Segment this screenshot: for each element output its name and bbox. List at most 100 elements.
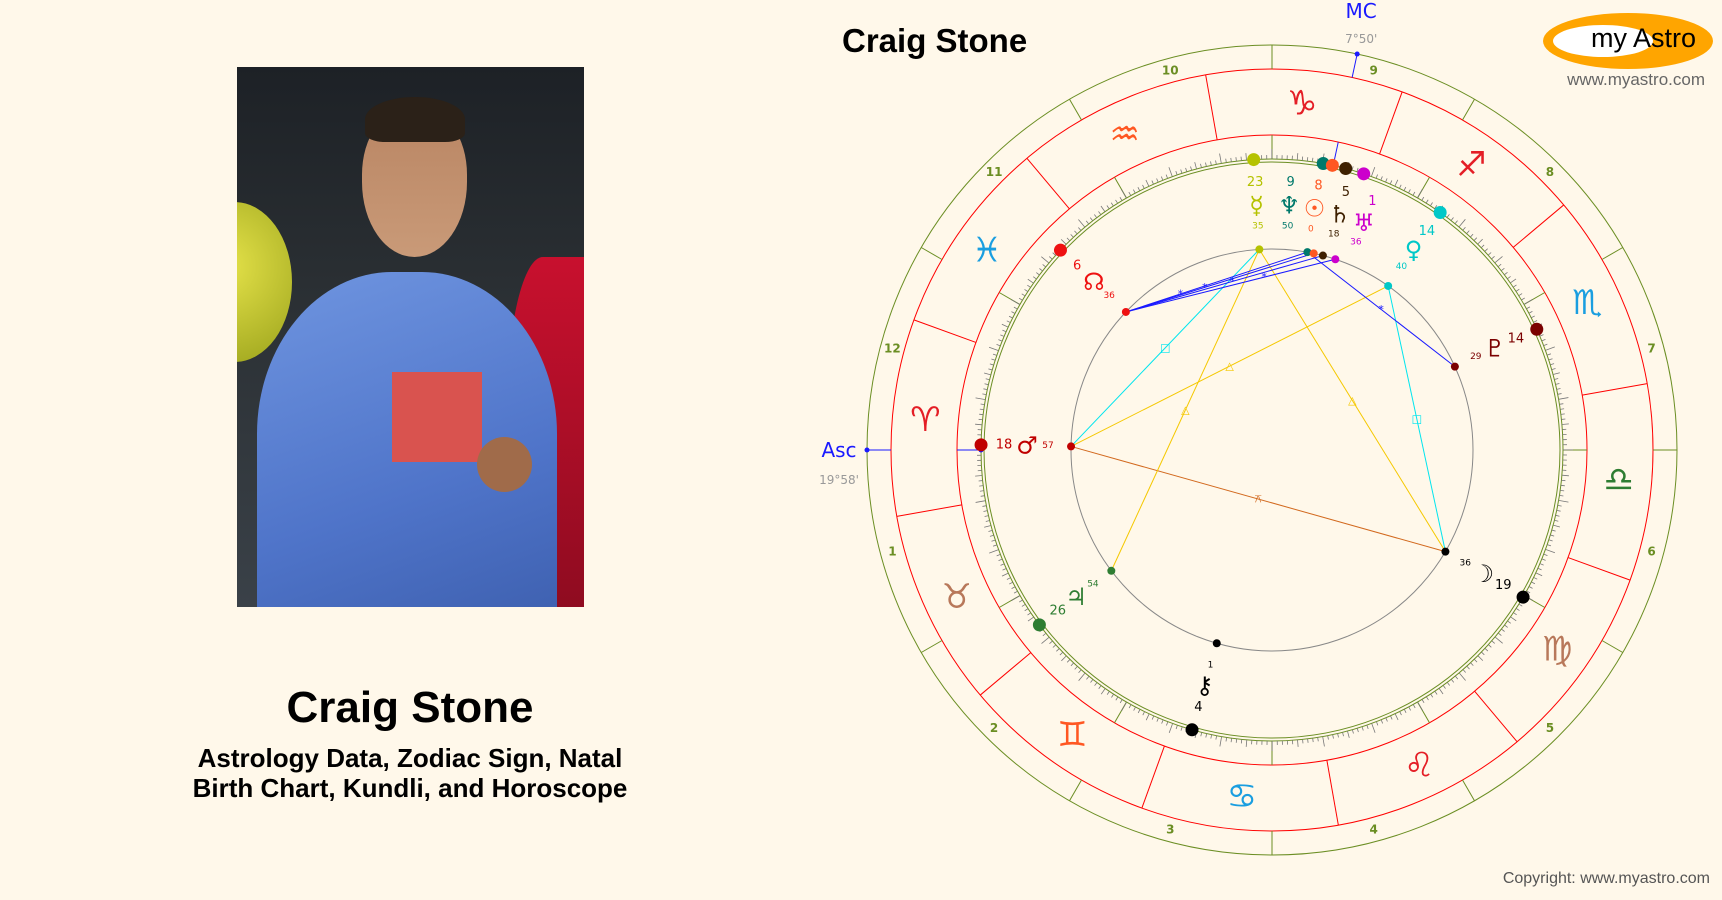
libra-sign-glyph: ♎︎	[1603, 460, 1633, 500]
degree-tick	[1376, 721, 1379, 726]
asc-label: Asc	[821, 438, 856, 462]
degree-tick	[1518, 603, 1523, 607]
degree-tick	[1545, 549, 1556, 554]
aries-sign-glyph: ♈︎	[910, 400, 940, 440]
sun-glyph: ☉︎	[1304, 195, 1326, 223]
degree-tick	[1060, 239, 1067, 245]
degree-tick	[1515, 288, 1520, 292]
degree-tick	[1210, 161, 1212, 166]
degree-tick	[1098, 685, 1102, 689]
degree-tick	[1380, 176, 1383, 181]
moon-degree: 19	[1495, 578, 1512, 593]
degree-tick	[1470, 662, 1474, 666]
north-node-minutes: 36	[1103, 291, 1115, 301]
degree-tick	[985, 520, 990, 522]
pisces-sign-glyph: ♓︎	[972, 231, 1002, 271]
degree-tick	[1085, 220, 1090, 225]
venus-degree: 14	[1419, 224, 1436, 239]
chiron-minutes: 1	[1208, 660, 1214, 670]
degree-tick	[1556, 509, 1561, 512]
degree-tick	[1180, 169, 1183, 174]
venus-ring-marker	[1433, 206, 1447, 220]
degree-tick	[1111, 693, 1114, 698]
degree-tick	[1078, 672, 1086, 681]
sign-boundary	[1582, 383, 1648, 396]
degree-tick	[1531, 581, 1536, 585]
degree-tick	[1385, 178, 1388, 183]
mercury-aspect-point	[1255, 245, 1264, 254]
degree-tick	[1399, 184, 1402, 189]
degree-tick	[1512, 284, 1517, 288]
degree-tick	[1210, 734, 1213, 739]
degree-tick	[1119, 197, 1123, 201]
aspect-square-venus-moon	[1387, 285, 1446, 552]
chiron-glyph: ⚷︎	[1196, 672, 1214, 700]
degree-tick	[1425, 199, 1429, 204]
degree-tick	[1066, 659, 1071, 663]
pluto-ring-marker	[1530, 322, 1544, 336]
sign-boundary	[1474, 690, 1518, 743]
degree-tick	[996, 554, 1001, 557]
degree-tick	[1042, 632, 1047, 637]
sun-degree: 8	[1314, 179, 1322, 194]
aspect-symbol-quincunx: ⚻	[1255, 493, 1262, 506]
degree-tick	[1547, 544, 1552, 547]
chart-title: Craig Stone	[842, 22, 1028, 59]
degree-tick	[1156, 717, 1159, 722]
degree-tick	[1100, 688, 1106, 695]
chiron-aspect-point	[1212, 639, 1221, 648]
degree-tick	[1106, 691, 1110, 695]
degree-tick	[1539, 563, 1544, 566]
aspect-symbol-sextile: *	[1261, 271, 1267, 284]
degree-tick	[1554, 519, 1559, 522]
sagittarius-sign-glyph: ♐︎	[1456, 145, 1486, 185]
degree-tick	[1399, 711, 1402, 716]
degree-tick	[1403, 709, 1407, 713]
degree-tick	[1337, 733, 1339, 738]
copyright-text: Copyright: www.myastro.com	[1502, 870, 1710, 887]
degree-tick	[1225, 737, 1228, 742]
degree-tick	[1011, 586, 1016, 589]
logo-my: my	[1591, 23, 1627, 53]
degree-tick	[1561, 423, 1569, 425]
degree-tick	[1137, 187, 1141, 191]
degree-tick	[1086, 675, 1090, 680]
degree-tick	[1219, 736, 1223, 747]
degree-tick	[988, 346, 999, 351]
house-number-12: 12	[884, 341, 901, 355]
degree-tick	[1557, 504, 1562, 507]
degree-tick	[1070, 662, 1074, 667]
degree-tick	[1385, 717, 1388, 722]
degree-tick	[1027, 616, 1034, 622]
site-url-link[interactable]: www.myastro.com	[1567, 70, 1705, 89]
degree-tick	[1356, 167, 1359, 172]
shirt-sponsor	[392, 372, 482, 462]
degree-tick	[1021, 293, 1026, 297]
ascendant-marker	[864, 447, 870, 453]
myastro-logo[interactable]: my Astro	[1543, 13, 1713, 69]
aspect-symbol-sextile: *	[1202, 281, 1208, 294]
degree-tick	[992, 544, 998, 547]
degree-tick	[1121, 701, 1127, 711]
degree-tick	[1417, 701, 1423, 711]
degree-tick	[1011, 595, 1021, 601]
aspect-circle	[1070, 248, 1474, 652]
pluto-minutes: 29	[1470, 352, 1482, 362]
degree-tick	[1541, 338, 1546, 342]
mercury-degree: 23	[1247, 175, 1264, 190]
degree-tick	[1491, 640, 1496, 644]
degree-tick	[1481, 651, 1485, 656]
house-divider	[921, 247, 943, 260]
degree-tick	[992, 353, 997, 356]
degree-tick	[1059, 651, 1064, 656]
degree-tick	[1008, 315, 1013, 319]
degree-tick	[1528, 586, 1533, 589]
saturn-degree: 5	[1342, 185, 1350, 200]
degree-tick	[1430, 693, 1434, 698]
house-number-1: 1	[888, 545, 896, 559]
degree-tick	[1480, 244, 1485, 249]
degree-tick	[1556, 388, 1561, 390]
degree-tick	[984, 525, 992, 528]
sign-boundary	[1026, 157, 1070, 210]
degree-tick	[1560, 489, 1565, 492]
